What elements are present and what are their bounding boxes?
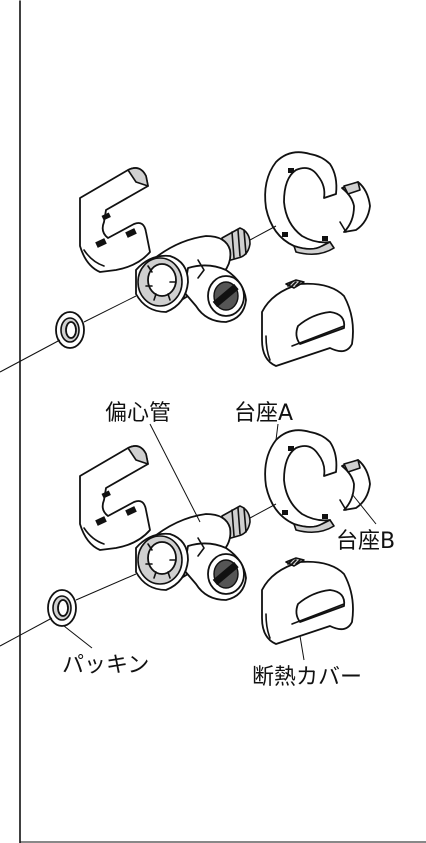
top-base-b bbox=[339, 181, 371, 233]
bottom-axis-washer bbox=[75, 573, 137, 601]
top-eccentric-pipe bbox=[135, 227, 251, 323]
bottom-exploded-assembly bbox=[0, 429, 371, 647]
top-insulation-cover bbox=[261, 279, 354, 367]
top-clip bbox=[79, 167, 151, 273]
label-base-b: 台座B bbox=[336, 529, 395, 554]
leader-base-a bbox=[275, 423, 279, 441]
bottom-axis-base bbox=[249, 503, 277, 519]
top-axis-base bbox=[249, 225, 277, 241]
leader-base-b bbox=[351, 493, 377, 525]
label-packing: パッキン bbox=[62, 653, 149, 678]
leader-insulation-cover bbox=[299, 635, 305, 661]
top-exploded-assembly bbox=[0, 151, 371, 373]
leader-eccentric-pipe bbox=[149, 423, 201, 523]
top-leader-left bbox=[0, 339, 61, 373]
bottom-clip bbox=[79, 445, 151, 551]
label-base-a: 台座A bbox=[234, 401, 293, 426]
label-eccentric-pipe: 偏心管 bbox=[105, 401, 171, 426]
bottom-insulation-cover bbox=[261, 557, 354, 645]
leader-packing bbox=[63, 625, 93, 649]
bottom-eccentric-pipe bbox=[135, 505, 251, 601]
bottom-base-a bbox=[264, 429, 338, 534]
label-insulation-cover: 断熱カバー bbox=[252, 665, 362, 690]
bottom-base-b bbox=[339, 459, 371, 511]
top-axis-washer bbox=[83, 295, 137, 323]
bottom-packing-washer bbox=[47, 589, 77, 627]
bottom-leader-left bbox=[0, 617, 53, 647]
top-packing-washer bbox=[55, 311, 85, 349]
top-base-a bbox=[264, 151, 338, 256]
